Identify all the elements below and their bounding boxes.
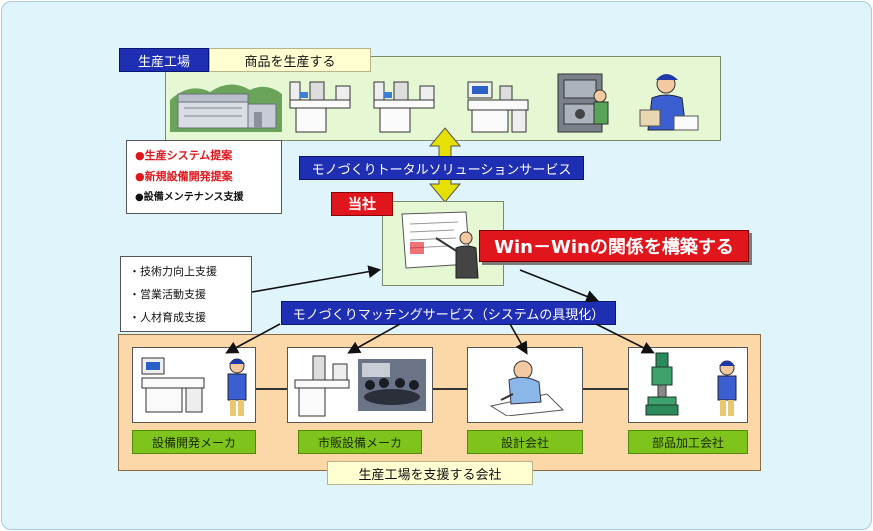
proposal-item-3: ●設備メンテナンス支援 [135,192,244,203]
label-equipment-dev-maker: 設備開発メーカ [132,430,256,454]
proposal-item-1: ●生産システム提案 [135,149,233,162]
commercial-machine-illustration [294,355,350,417]
processing-machine-illustration [645,352,679,416]
total-solution-service-label: モノづくりトータルソリューションサービス [299,156,584,180]
support-note: ・技術力向上支援 ・営業活動支援 ・人材育成支援 [120,256,252,332]
factory-building-illustration [170,84,282,132]
proposal-note: ●生産システム提案 ●新規設備開発提案 ●設備メンテナンス支援 [126,140,282,214]
meeting-room-illustration [358,359,426,411]
factory-tag: 生産工場 [119,48,209,72]
machine-1-illustration [289,81,351,133]
processing-worker-illustration [717,360,737,416]
designer-illustration [489,360,565,416]
win-win-slogan: Win－Winの関係を構築する [479,230,749,262]
support-companies-caption: 生産工場を支援する会社 [327,461,533,485]
connector-line [254,388,632,390]
equipment-dev-worker-illustration [227,358,247,416]
company-tag: 当社 [331,192,393,216]
machine-2-illustration [373,81,435,133]
worker-illustration [639,74,699,131]
support-item-2: ・営業活動支援 [129,288,206,301]
proposal-item-2: ●新規設備開発提案 [135,170,233,183]
equipment-dev-machine-illustration [141,357,205,413]
machine-3-illustration [467,81,529,133]
label-parts-processing-company: 部品加工会社 [628,430,748,454]
support-item-3: ・人材育成支援 [129,311,206,324]
label-design-company: 設計会社 [467,430,583,454]
matching-service-label: モノづくりマッチングサービス（システムの具現化） [281,301,616,325]
presenter-illustration [401,211,479,279]
factory-title: 商品を生産する [209,48,371,72]
robot-machine-illustration [557,73,609,133]
support-item-1: ・技術力向上支援 [129,265,217,278]
label-commercial-equipment-maker: 市販設備メーカ [298,430,422,454]
